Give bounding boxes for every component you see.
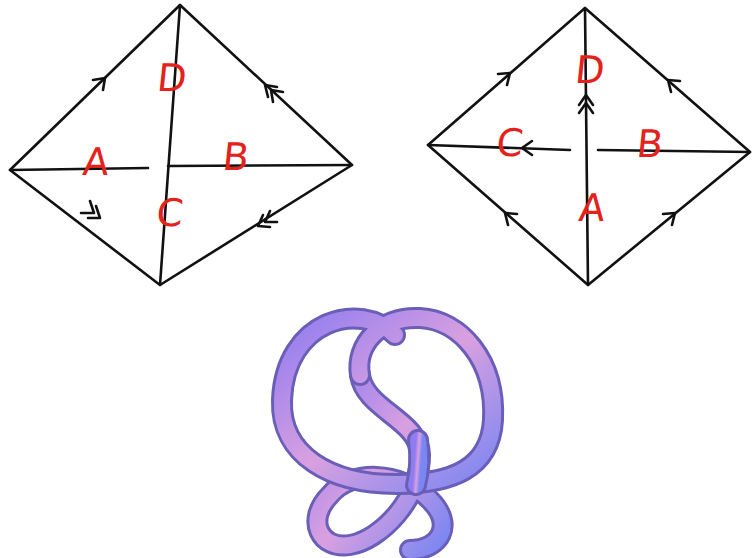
region-label: B	[635, 125, 665, 163]
left-diamond	[10, 5, 352, 285]
right-diamond	[428, 8, 750, 285]
region-label: C	[155, 194, 186, 232]
region-label: A	[81, 143, 111, 181]
region-label: B	[221, 138, 251, 176]
region-label: A	[577, 189, 607, 227]
region-label: D	[155, 59, 188, 97]
region-label: C	[495, 124, 526, 162]
region-label: D	[573, 51, 606, 89]
figure-eight-knot	[282, 318, 493, 550]
